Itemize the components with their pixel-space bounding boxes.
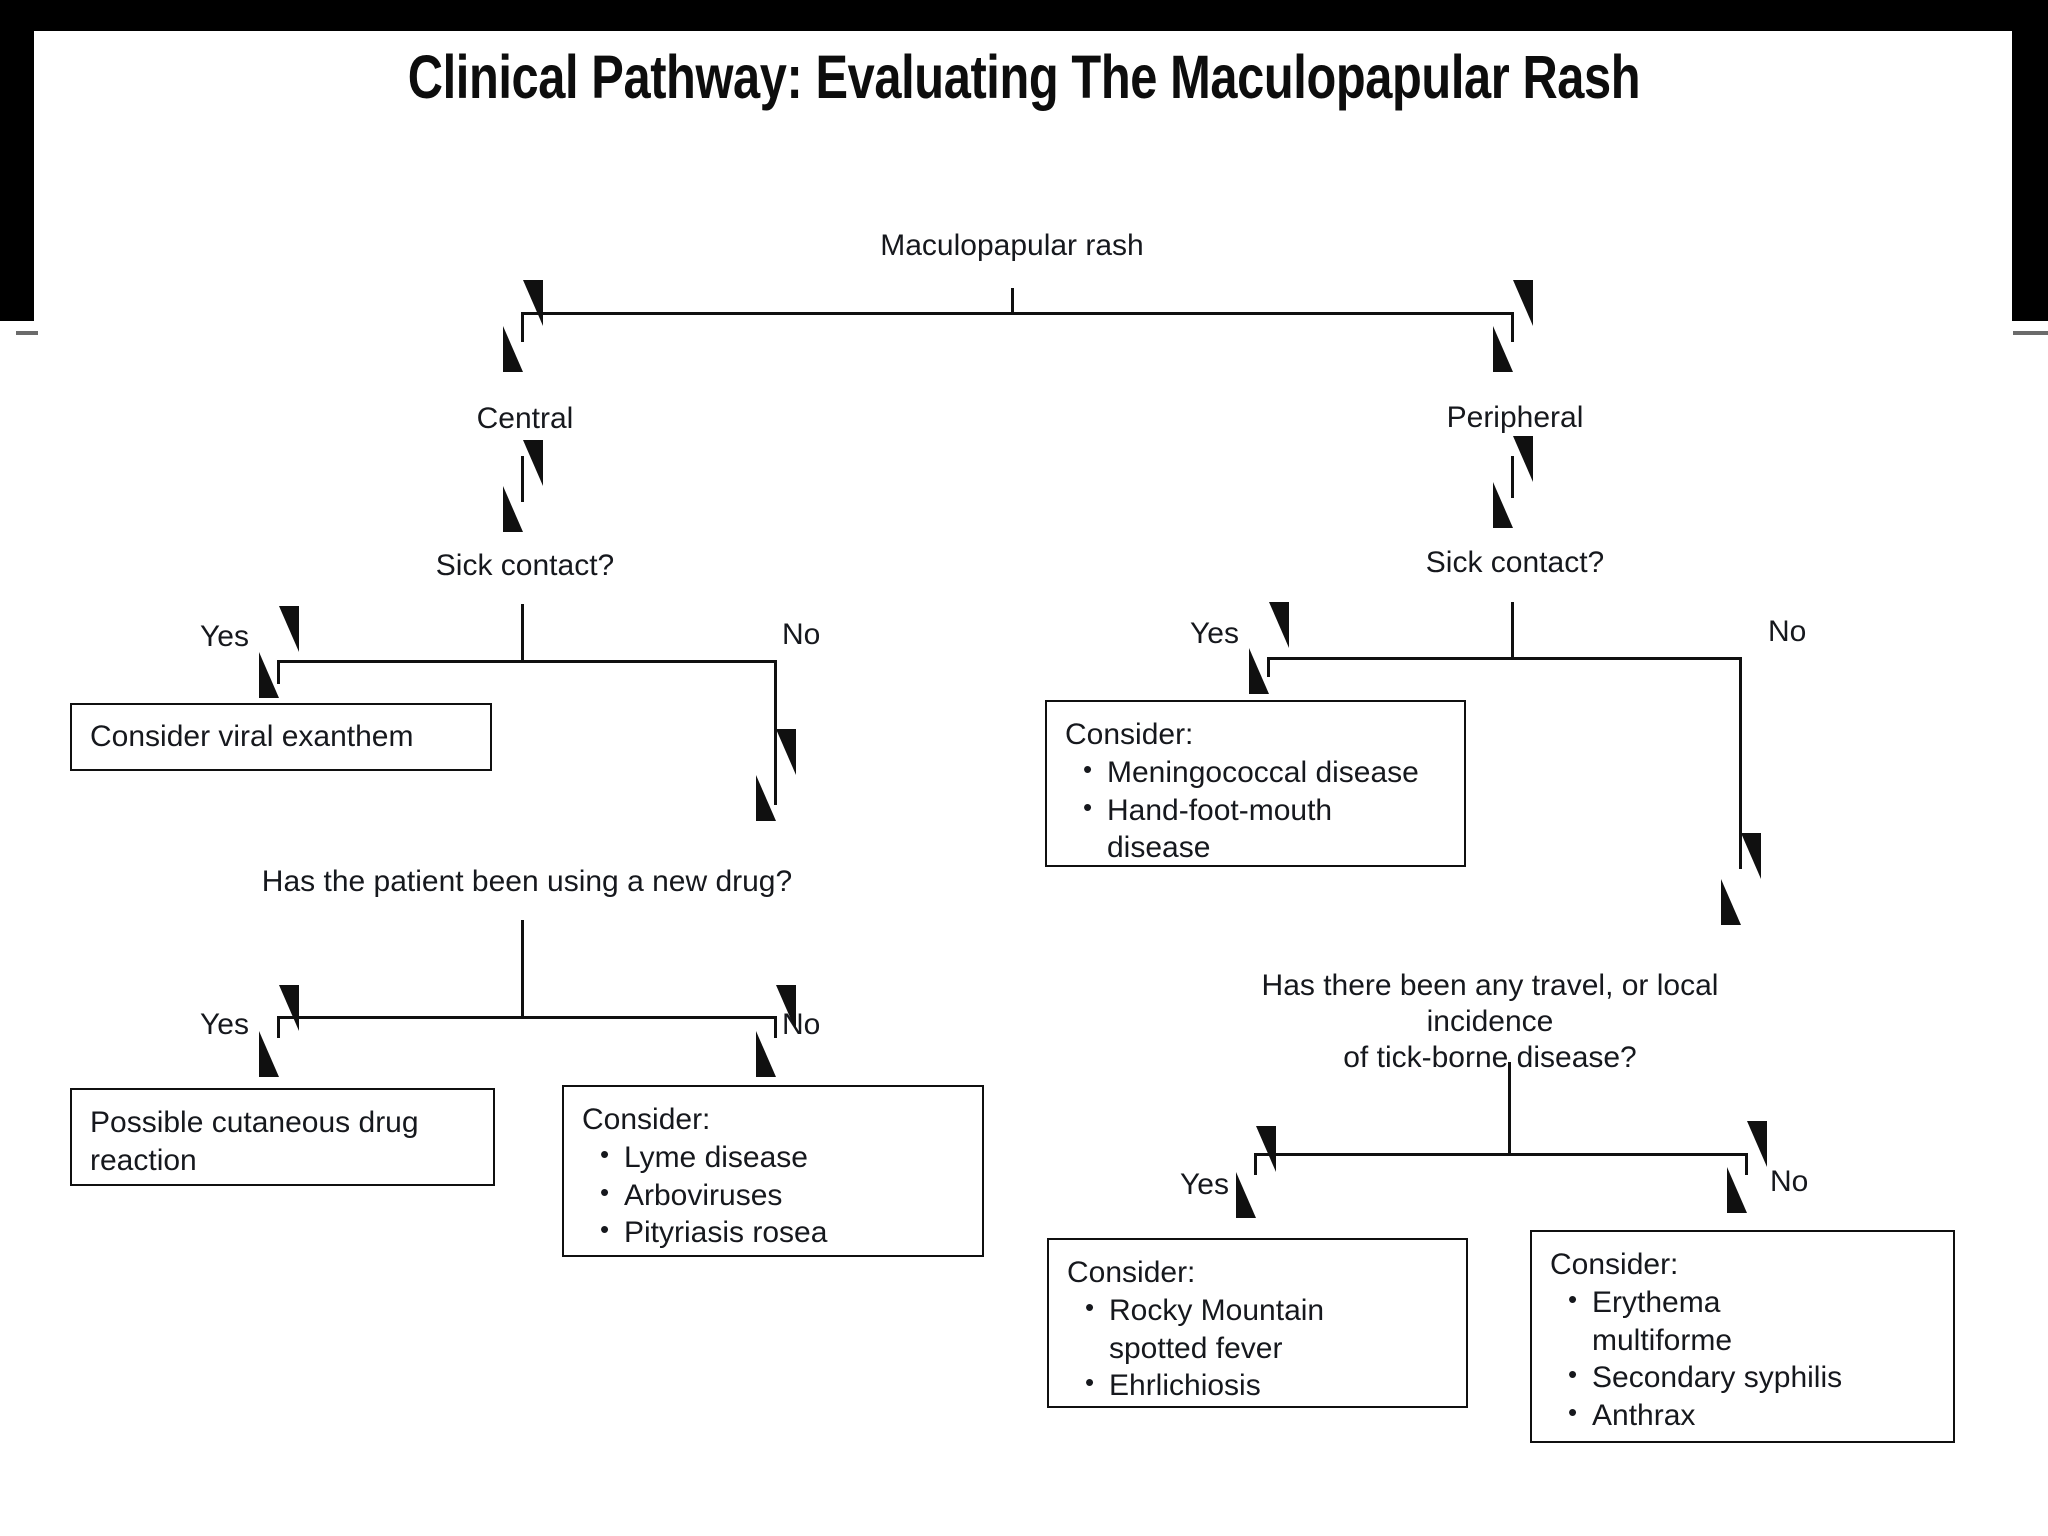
scan-frame-left xyxy=(0,0,34,321)
connector-no-lyme-arm xyxy=(774,1016,777,1038)
connector-sick-right-split xyxy=(1267,657,1742,660)
box-consider-erythema: Consider: Erythema multiforme Secondary … xyxy=(1530,1230,1955,1443)
connector-no-erythema-arm xyxy=(1745,1153,1748,1175)
connector-yes-rmsf-arm xyxy=(1254,1153,1257,1175)
box-meningococcal-head: Consider: xyxy=(1065,718,1194,751)
list-item: Arboviruses xyxy=(600,1176,966,1215)
list-item: Pityriasis rosea xyxy=(600,1213,966,1252)
box-viral-exanthem-text: Consider viral exanthem xyxy=(90,720,414,753)
page-title: Clinical Pathway: Evaluating The Maculop… xyxy=(407,43,1641,111)
box-erythema-head: Consider: xyxy=(1550,1248,1679,1281)
connector-sick-left-stem xyxy=(521,604,524,662)
box-erythema-list: Erythema multiforme Secondary syphilis A… xyxy=(1550,1283,1937,1435)
node-new-drug-question: Has the patient been using a new drug? xyxy=(261,865,793,898)
list-item: Ehrlichiosis xyxy=(1085,1366,1450,1405)
node-sick-contact-left: Sick contact? xyxy=(435,549,615,582)
connector-yes-drugreaction-arm xyxy=(277,1016,280,1038)
connector-newdrug-stem xyxy=(521,920,524,1018)
connector-no-newdrug-arm xyxy=(774,660,777,805)
connector-travel-stem xyxy=(1508,1062,1511,1156)
connector-newdrug-split xyxy=(277,1016,777,1019)
connector-no-travel-arm xyxy=(1739,657,1742,869)
edge-label-yes-sick-right: Yes xyxy=(1190,617,1239,650)
list-item: Hand-foot-mouth disease xyxy=(1083,791,1407,868)
scan-frame-rule-right xyxy=(2013,331,2048,335)
connector-root-stem xyxy=(1011,288,1014,314)
box-lyme-head: Consider: xyxy=(582,1103,711,1136)
box-consider-rmsf: Consider: Rocky Mountain spotted fever E… xyxy=(1047,1238,1468,1408)
box-drug-reaction: Possible cutaneous drug reaction xyxy=(70,1088,495,1186)
edge-label-yes-sick-left: Yes xyxy=(200,620,249,653)
connector-sick-right-stem xyxy=(1511,602,1514,660)
scan-frame-top xyxy=(0,0,2048,31)
travel-question-line1: Has there been any travel, or local inci… xyxy=(1261,969,1719,1038)
edge-label-no-sick-right: No xyxy=(1768,615,1807,648)
connector-travel-split xyxy=(1254,1153,1748,1156)
box-consider-lyme: Consider: Lyme disease Arboviruses Pityr… xyxy=(562,1085,984,1257)
node-sick-contact-right: Sick contact? xyxy=(1425,546,1605,579)
node-maculopapular-rash: Maculopapular rash xyxy=(880,229,1144,262)
edge-label-no-sick-left: No xyxy=(782,618,821,651)
list-item: Meningococcal disease xyxy=(1083,753,1448,792)
edge-label-yes-travel: Yes xyxy=(1180,1168,1229,1201)
node-travel-question: Has there been any travel, or local inci… xyxy=(1211,968,1769,1076)
list-item: Secondary syphilis xyxy=(1568,1358,1937,1397)
list-item: Lyme disease xyxy=(600,1138,966,1177)
box-drug-reaction-line1: Possible cutaneous drug xyxy=(90,1106,419,1139)
box-consider-viral-exanthem: Consider viral exanthem xyxy=(70,703,492,771)
node-peripheral: Peripheral xyxy=(1446,401,1584,434)
scan-frame-rule-left xyxy=(16,331,38,335)
connector-peripheral-to-sick xyxy=(1511,456,1514,498)
box-lyme-list: Lyme disease Arboviruses Pityriasis rose… xyxy=(582,1138,966,1252)
box-meningococcal-list: Meningococcal disease Hand-foot-mouth di… xyxy=(1065,753,1448,868)
travel-question-line2: of tick-borne disease? xyxy=(1343,1041,1637,1074)
connector-sick-left-split xyxy=(277,660,777,663)
box-drug-reaction-line2: reaction xyxy=(90,1143,197,1177)
node-central: Central xyxy=(476,402,574,435)
connector-central-to-sick xyxy=(521,456,524,502)
box-rmsf-head: Consider: xyxy=(1067,1256,1196,1289)
list-item: Rocky Mountain spotted fever xyxy=(1085,1291,1369,1368)
box-rmsf-list: Rocky Mountain spotted fever Ehrlichiosi… xyxy=(1067,1291,1450,1405)
edge-label-no-newdrug: No xyxy=(782,1008,821,1041)
edge-label-yes-newdrug: Yes xyxy=(200,1008,249,1041)
connector-root-split xyxy=(522,312,1513,315)
list-item: Anthrax xyxy=(1568,1396,1937,1435)
box-consider-meningococcal: Consider: Meningococcal disease Hand-foo… xyxy=(1045,700,1466,867)
list-item: Erythema multiforme xyxy=(1568,1283,1802,1360)
scan-frame-right xyxy=(2012,0,2048,321)
edge-label-no-travel: No xyxy=(1770,1165,1809,1198)
